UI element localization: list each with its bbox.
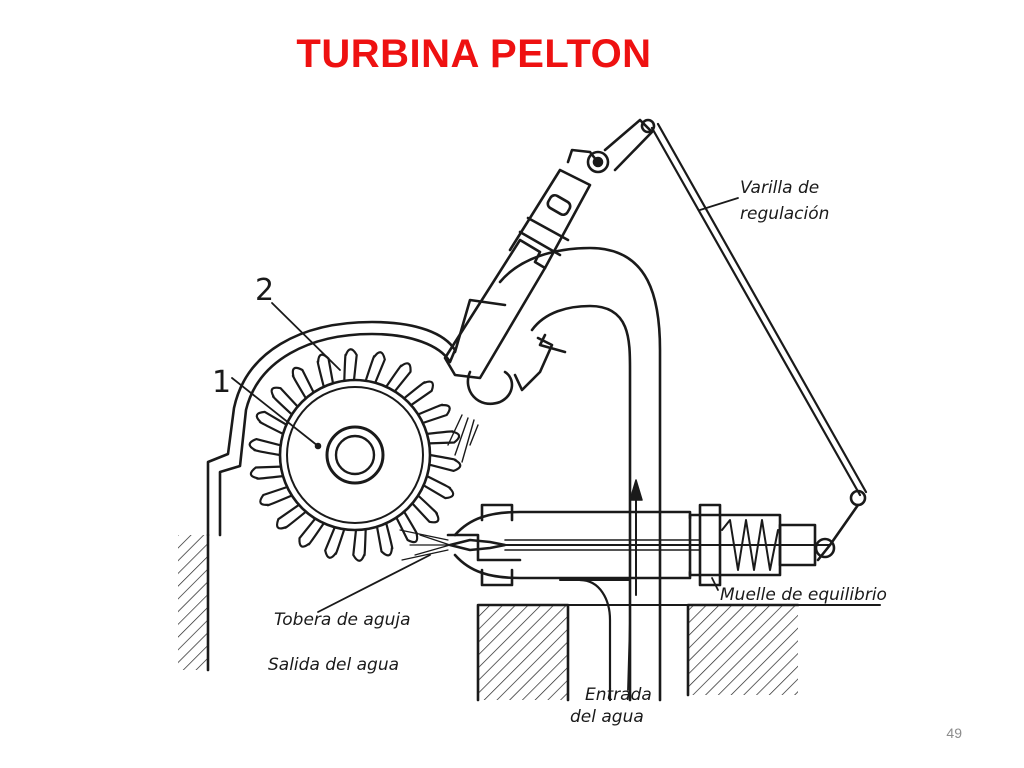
runner-bucket	[248, 438, 282, 457]
label-varilla-line2: regulación	[740, 204, 829, 224]
inlet-pipe	[498, 246, 662, 702]
foundation-left	[178, 533, 210, 672]
runner-bucket	[422, 475, 455, 500]
upper-jet	[447, 414, 479, 463]
runner-bucket	[417, 403, 451, 425]
runner-bucket	[316, 353, 335, 388]
runner-bucket	[352, 528, 367, 562]
part-number-2: 2	[255, 273, 274, 308]
foundation-right	[567, 603, 881, 697]
runner-bucket	[403, 380, 435, 407]
part-number-1: 1	[212, 365, 231, 400]
runner-bucket	[375, 522, 394, 557]
runner-bucket	[428, 453, 462, 472]
label-varilla-line1: Varilla de	[740, 178, 819, 198]
label-entrada-line2: del agua	[570, 707, 644, 727]
foundation-center	[476, 603, 570, 702]
label-entrada-line1: Entrada	[585, 685, 652, 705]
runner-bucket	[249, 465, 285, 480]
label-muelle: Muelle de equilibrio	[720, 585, 887, 605]
runner-bucket	[385, 362, 412, 393]
runner-bucket	[298, 517, 325, 548]
runner-wheel	[278, 378, 432, 532]
label-salida: Salida del agua	[268, 655, 399, 675]
runner-bucket	[324, 526, 346, 559]
upper-injector	[443, 118, 654, 405]
spring-box	[688, 503, 836, 587]
runner-bucket	[291, 366, 315, 400]
leader-lines	[231, 197, 739, 691]
runner-bucket	[275, 503, 307, 530]
runner-buckets	[248, 348, 462, 562]
label-tobera: Tobera de aguja	[274, 610, 411, 630]
runner-bucket	[255, 410, 288, 435]
runner-bucket	[343, 348, 358, 382]
regulating-rod	[640, 118, 868, 562]
lower-jet	[399, 529, 451, 561]
runner-bucket	[425, 430, 461, 445]
slide-title: TURBINA PELTON	[296, 32, 652, 76]
runner-bucket	[364, 351, 386, 384]
lower-nozzle	[448, 503, 831, 587]
runner-bucket	[270, 386, 299, 416]
page-number: 49	[946, 725, 962, 741]
runner-bucket	[411, 494, 440, 524]
runner-bucket	[259, 485, 293, 507]
